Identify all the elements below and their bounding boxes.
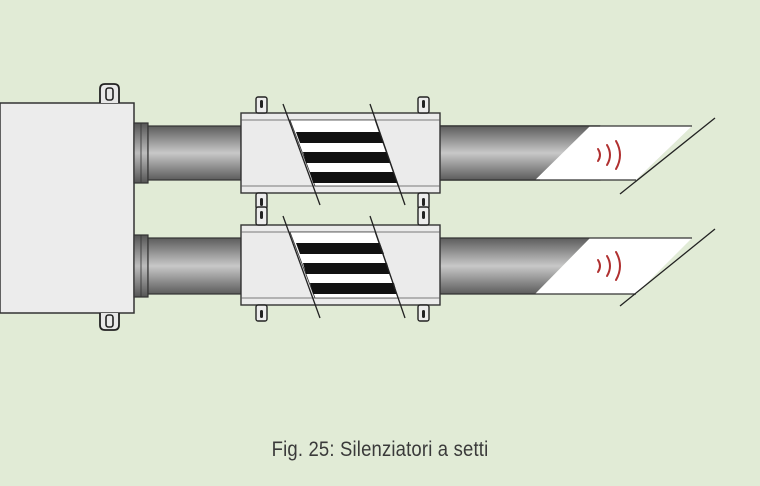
baffle-splitters — [296, 132, 397, 183]
mounting-bracket-icon — [99, 83, 120, 103]
silencer-diagram — [0, 83, 716, 331]
sound-wave-icon — [597, 140, 621, 170]
upper-baffle-silencer — [240, 96, 441, 210]
lower-duct-line — [133, 228, 716, 307]
ventilation-unit — [0, 102, 135, 314]
sound-wave-icon — [597, 251, 621, 281]
mounting-bracket-icon — [99, 313, 120, 331]
lower-baffle-silencer — [240, 206, 441, 322]
baffle-splitters — [296, 243, 397, 294]
figure-caption: Fig. 25: Silenziatori a setti — [271, 438, 489, 461]
